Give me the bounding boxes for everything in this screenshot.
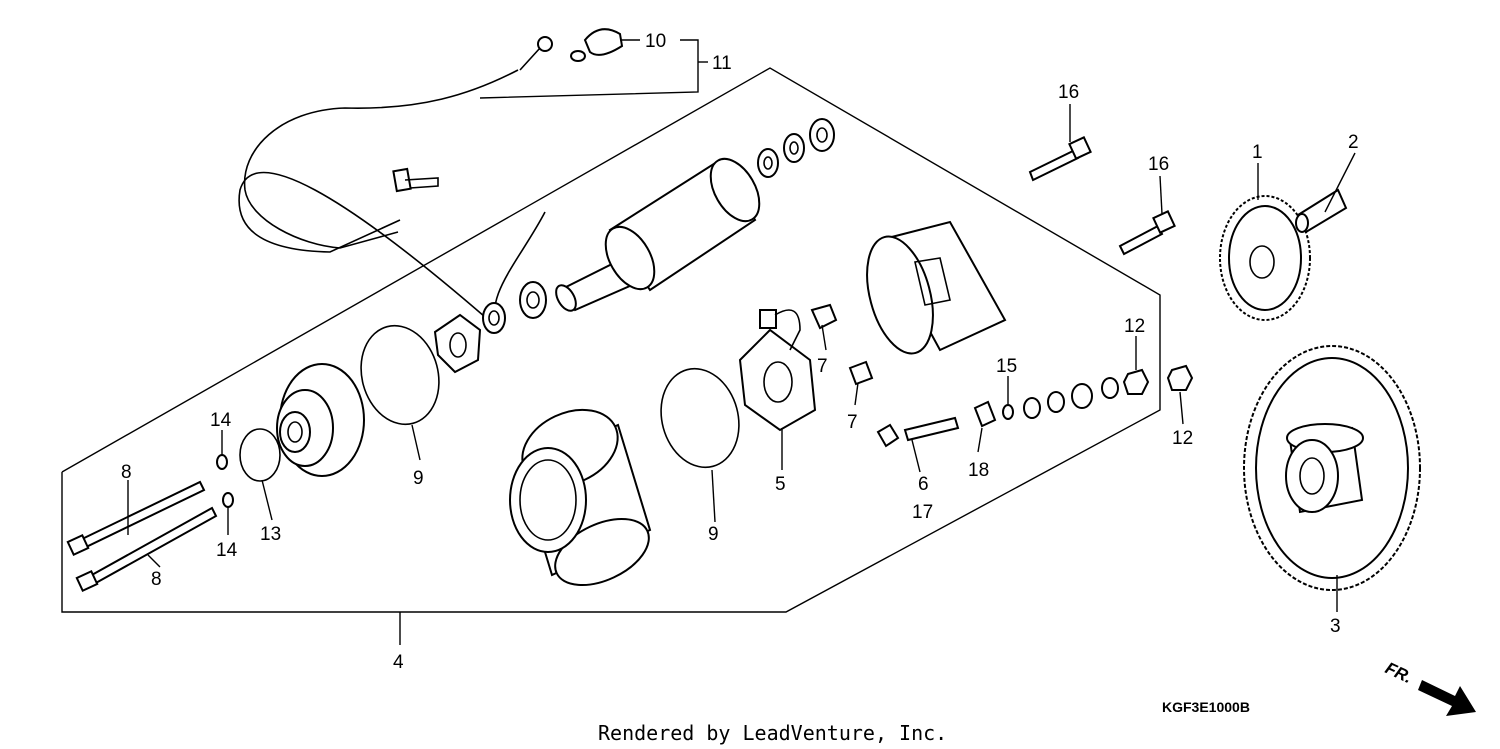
callout-11: 11 (712, 53, 732, 74)
front-marker-label: FR. (1382, 658, 1415, 687)
starter-driven-gear (1243, 345, 1421, 591)
armature-washers (482, 118, 835, 334)
diagram-code: KGF3E1000B (1162, 699, 1250, 715)
washers-14 (216, 454, 234, 508)
callout-16a: 16 (1058, 82, 1079, 103)
callout-18: 18 (968, 460, 989, 481)
credit-text: Rendered by LeadVenture, Inc. (598, 721, 947, 745)
callout-12a: 12 (1124, 316, 1145, 337)
callout-6: 6 (918, 474, 929, 495)
callout-9a: 9 (413, 468, 424, 489)
callout-14a: 14 (210, 410, 232, 431)
leader-lines (127, 39, 1356, 645)
gear-shaft (1295, 188, 1348, 234)
arrow-icon (1418, 680, 1476, 716)
callout-8a: 8 (121, 462, 132, 483)
lock-plate (433, 313, 482, 374)
callout-1: 1 (1252, 142, 1263, 163)
callout-15: 15 (996, 356, 1017, 377)
callout-12b: 12 (1172, 428, 1193, 449)
front-direction-arrow: FR. (1382, 658, 1476, 716)
o-rings (360, 324, 740, 469)
bolts-16 (1028, 136, 1176, 256)
terminal-washers (1002, 364, 1194, 420)
small-o-ring (239, 428, 281, 482)
callout-10: 10 (645, 31, 666, 52)
callout-5: 5 (775, 474, 786, 495)
idle-gear (1219, 195, 1311, 321)
through-bolts (66, 480, 218, 593)
brush-holder (738, 309, 817, 432)
assembly-outline (61, 67, 1161, 613)
callout-13: 13 (260, 524, 281, 545)
armature (555, 157, 761, 312)
callout-14b: 14 (216, 540, 238, 561)
motor-case (509, 408, 652, 587)
callout-2: 2 (1348, 132, 1359, 153)
callout-16b: 16 (1148, 154, 1169, 175)
terminal-cap (570, 28, 624, 62)
starter-cable (238, 36, 553, 331)
callout-7b: 7 (847, 412, 858, 433)
callout-4: 4 (393, 652, 404, 673)
callout-8b: 8 (151, 569, 162, 590)
callout-7a: 7 (817, 356, 828, 377)
front-cover (276, 363, 365, 477)
callout-17: 17 (912, 502, 933, 523)
callout-3: 3 (1330, 616, 1341, 637)
terminal-bolt (876, 400, 997, 448)
rear-cover (866, 220, 1007, 355)
brushes (810, 303, 874, 386)
callout-9b: 9 (708, 524, 719, 545)
